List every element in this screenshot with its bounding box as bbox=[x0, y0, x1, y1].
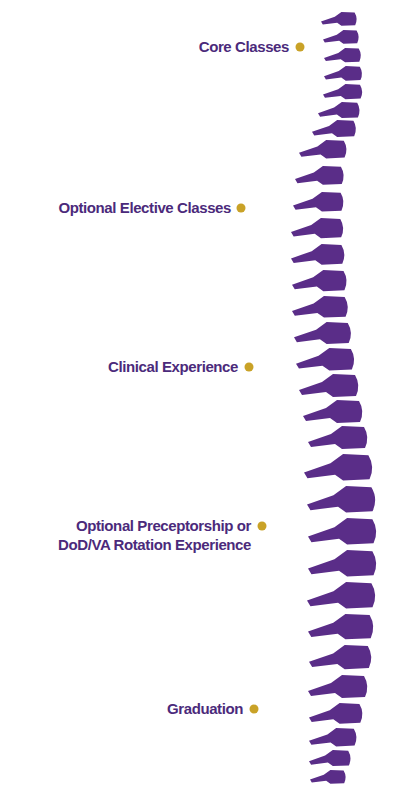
marker-dot bbox=[296, 43, 305, 52]
vertebra bbox=[308, 518, 376, 544]
vertebra bbox=[296, 348, 354, 371]
vertebra bbox=[308, 426, 367, 449]
vertebra bbox=[291, 218, 343, 238]
vertebra bbox=[309, 645, 371, 669]
spine bbox=[291, 12, 376, 784]
marker-dot bbox=[250, 705, 259, 714]
vertebra bbox=[312, 120, 356, 137]
vertebra bbox=[308, 550, 376, 576]
vertebra bbox=[310, 770, 346, 784]
vertebra bbox=[323, 30, 359, 44]
marker-dot bbox=[258, 522, 267, 531]
stage-label: Optional Preceptorship or DoD/VA Rotatio… bbox=[26, 516, 251, 554]
vertebra bbox=[324, 66, 362, 81]
vertebra bbox=[309, 703, 362, 724]
vertebra bbox=[295, 166, 344, 185]
vertebra bbox=[303, 400, 362, 423]
vertebra bbox=[308, 614, 373, 639]
vertebra bbox=[324, 48, 361, 62]
vertebra bbox=[307, 582, 375, 608]
vertebra bbox=[299, 374, 358, 397]
vertebra bbox=[321, 12, 357, 26]
vertebra bbox=[323, 84, 362, 99]
vertebra bbox=[308, 675, 367, 698]
stage-label: Graduation bbox=[167, 699, 243, 718]
stage-label: Core Classes bbox=[199, 37, 289, 56]
vertebra bbox=[292, 270, 347, 291]
marker-dots bbox=[237, 43, 305, 714]
vertebra bbox=[318, 102, 359, 118]
vertebra bbox=[307, 486, 375, 512]
vertebra bbox=[291, 244, 344, 265]
vertebra bbox=[299, 140, 346, 158]
vertebra bbox=[294, 322, 351, 344]
vertebra bbox=[309, 750, 350, 766]
vertebra bbox=[304, 454, 372, 480]
marker-dot bbox=[245, 363, 254, 372]
vertebra bbox=[309, 728, 356, 746]
stage-label: Optional Elective Classes bbox=[58, 198, 231, 217]
stage-label: Clinical Experience bbox=[108, 357, 238, 376]
vertebra bbox=[293, 192, 343, 212]
vertebra bbox=[292, 296, 348, 318]
marker-dot bbox=[237, 204, 246, 213]
